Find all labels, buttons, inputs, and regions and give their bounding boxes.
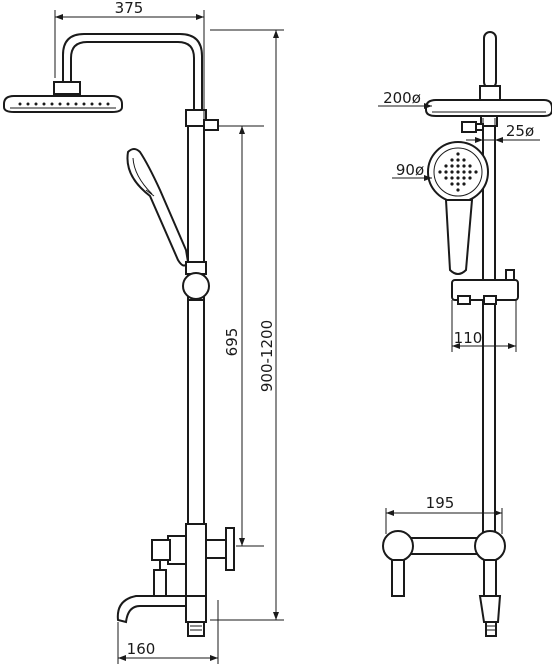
hand-shower-front — [428, 142, 488, 274]
slide-holder — [183, 262, 209, 526]
dimension-head-diameter: 200ø — [378, 89, 432, 109]
dimension-hand-shower-diameter: 90ø — [392, 161, 432, 181]
rain-shower-head-front — [426, 86, 552, 116]
dimension-total-height-label: 900-1200 — [258, 320, 276, 392]
mixer-valve-front — [383, 531, 505, 636]
dimension-arm-diameter-label: 25ø — [506, 122, 534, 140]
dimension-total-height: 900-1200 — [210, 30, 284, 620]
dimension-spout-reach-label: 160 — [127, 640, 156, 658]
bath-spout — [118, 596, 206, 636]
rain-shower-head — [4, 82, 122, 112]
hand-shower — [127, 149, 188, 266]
dimension-holder-depth-label: 110 — [454, 329, 483, 347]
arm-stub — [484, 32, 496, 88]
riser-front — [483, 126, 495, 546]
mixer-valve — [152, 524, 234, 596]
dimension-mixer-width-label: 195 — [426, 494, 455, 512]
front-view: 200ø 25ø 90ø 110 — [378, 32, 552, 636]
dimension-head-diameter-label: 200ø — [383, 89, 421, 107]
side-view: 375 900-1200 695 160 — [4, 0, 284, 664]
dimension-head-reach-label: 375 — [115, 0, 144, 17]
dimension-hand-shower-diameter-label: 90ø — [396, 161, 424, 179]
dimension-slide-bar-label: 695 — [223, 328, 241, 357]
